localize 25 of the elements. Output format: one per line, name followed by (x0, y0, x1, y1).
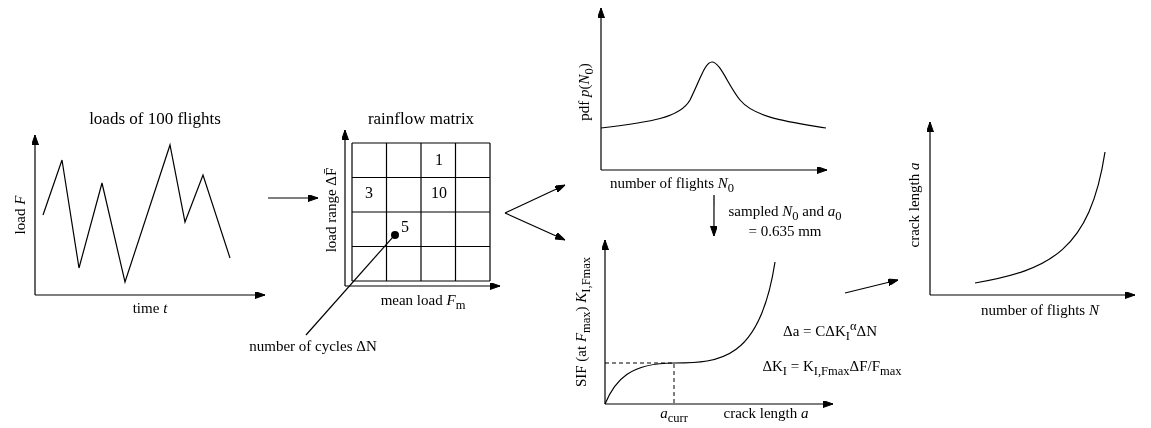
cell-value: 3 (365, 185, 373, 201)
axis-title: number of flights N (981, 302, 1099, 318)
axis-title: number of flights N$_{0}$ (609, 175, 735, 195)
cell-value: 10 (431, 185, 447, 201)
chart-title: loads of 100 flights (89, 109, 221, 127)
formula: Δa = CΔK$_{I}$$^{α}$ΔN (783, 319, 877, 343)
axis-title: mean load F$_{m}$ (380, 292, 466, 312)
axis-tick-label: a$_{curr}$ (660, 405, 688, 425)
cell-value: 1 (435, 152, 443, 168)
axis-title: load range ΔF̄ (323, 167, 339, 253)
dot-marker (391, 231, 399, 239)
axis-title: time t (132, 300, 168, 316)
arrow (504, 212, 566, 241)
arrow (267, 194, 319, 202)
formula: ΔK$_{I}$ = K$_{I,Fmax}$ΔF/F$_{max}$ (762, 358, 902, 378)
leader-line (305, 237, 393, 336)
axis-title: crack length a (723, 405, 809, 421)
axis-title: load F (12, 195, 28, 235)
arrow (709, 194, 718, 237)
axis-title: crack length a (906, 162, 922, 248)
cell-value: 5 (401, 219, 409, 235)
chart-title: rainflow matrix (367, 109, 475, 127)
callout-text: number of cycles ΔN (235, 335, 391, 357)
arrow (844, 278, 899, 294)
arrow (504, 184, 566, 214)
